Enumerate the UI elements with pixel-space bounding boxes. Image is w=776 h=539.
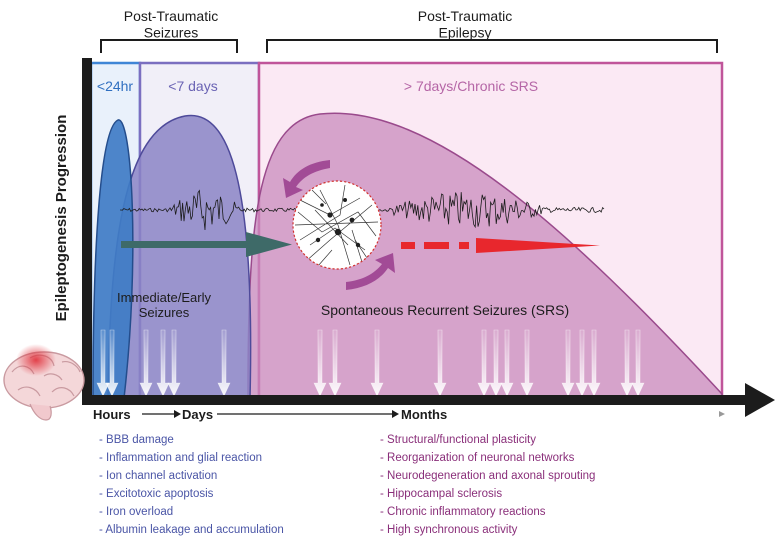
chronic-mechanism-item: - Neurodegeneration and axonal sprouting [380,470,596,482]
timeline-arrow-months-end [455,411,725,417]
chronic-mechanism-item: - Reorganization of neuronal networks [380,452,575,464]
chronic-mechanism-item: - Structural/functional plasticity [380,434,536,446]
neuron-network-icon [292,180,382,270]
y-axis-label: Epileptogenesis Progression [53,115,70,322]
progression-arrow-red [401,238,600,253]
chronic-mechanism-item: - Hippocampal sclerosis [380,488,503,500]
phase-label-chronic: > 7days/Chronic SRS [404,78,538,94]
timeline-months: Months [401,407,447,422]
chronic-mechanism-item: - Chronic inflammatory reactions [380,506,546,518]
y-axis [82,58,92,403]
phase-label-7days: <7 days [168,78,217,94]
brain-icon [3,344,85,421]
bracket-post-traumatic-epilepsy [266,39,718,53]
timeline-days: Days [182,407,213,422]
downward-arrows-early [96,329,231,397]
bracket-post-traumatic-seizures [100,39,238,53]
early-mechanism-item: - Inflammation and glial reaction [99,452,262,464]
chronic-mechanisms-list: - Structural/functional plasticity - Reo… [380,431,595,539]
timeline-arrow-hours-days [142,410,181,418]
early-mechanism-item: - Excitotoxic apoptosis [99,488,214,500]
downward-arrows-chronic [313,329,645,397]
early-mechanism-item: - BBB damage [99,434,174,446]
early-mechanism-item: - Ion channel activation [99,470,218,482]
early-mechanisms-list: - BBB damage - Inflammation and glial re… [99,431,284,539]
x-axis-arrowhead [745,383,775,417]
timeline-hours: Hours [93,407,131,422]
timeline-arrow-days-months [217,410,399,418]
early-mechanism-item: - Iron overload [99,506,174,518]
progression-arrow-teal [121,232,292,257]
hours-curve [92,119,134,399]
cycle-arrow-icon [283,160,395,290]
srs-label: Spontaneous Recurrent Seizures (SRS) [321,302,569,318]
chronic-mechanism-item: - High synchronous activity [380,524,518,536]
x-axis [82,395,747,405]
phase-label-24hr: <24hr [97,78,134,94]
early-mechanism-item: - Albumin leakage and accumulation [99,524,284,536]
